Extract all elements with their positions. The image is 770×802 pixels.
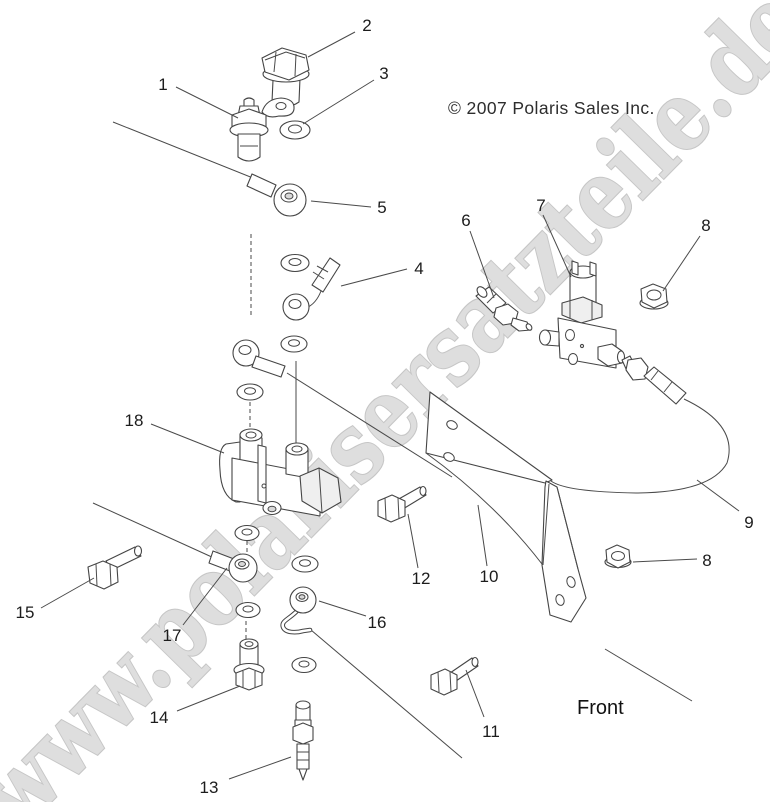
callout-17: 17 [163, 626, 182, 645]
part-16-brake-pipe [280, 586, 317, 635]
callout-10: 10 [480, 567, 499, 586]
part-7-valve [538, 260, 626, 369]
callout-11: 11 [482, 722, 500, 741]
diagram-lines [92, 121, 693, 759]
part-6-hose-fitting [475, 286, 533, 332]
washer-stack-lower [234, 524, 319, 674]
hose-line-center [286, 372, 453, 478]
callout-6: 6 [461, 211, 470, 230]
front-direction-line [604, 648, 693, 702]
callout-9: 9 [744, 513, 753, 532]
callout-7: 7 [536, 196, 545, 215]
part-13-bleeder-valve [292, 700, 314, 781]
callout-14: 14 [150, 708, 169, 727]
part-17-banjo-fitting [208, 550, 258, 583]
part-12-hex-bolt [377, 485, 427, 523]
callout-15: 15 [16, 603, 35, 622]
hose-line-part17 [92, 502, 215, 559]
part-4-hose-banjo [280, 253, 341, 321]
part-5-banjo-fitting [246, 173, 307, 217]
pipe-line-part16 [310, 629, 463, 759]
part-18-valve-assembly [219, 428, 342, 517]
washer-stack-left [232, 335, 308, 401]
leader-lines [40, 31, 740, 780]
part-15-hex-bolt [87, 545, 143, 590]
callout-1: 1 [158, 75, 167, 94]
callout-16: 16 [368, 613, 387, 632]
callout-8a: 8 [701, 216, 710, 235]
callout-13: 13 [200, 778, 219, 797]
callout-5: 5 [377, 198, 386, 217]
callout-12: 12 [412, 569, 431, 588]
hose-line-part5 [112, 121, 259, 181]
callout-2: 2 [362, 16, 371, 35]
part-3-washer [279, 120, 311, 140]
part-14-fitting [233, 638, 265, 691]
callout-18: 18 [125, 411, 144, 430]
part-8-flange-nut-bottom [604, 544, 632, 569]
part-11-hex-bolt [430, 656, 479, 696]
front-label: Front [577, 697, 624, 719]
part-2-banjo-bolt [261, 47, 310, 108]
callout-4: 4 [414, 259, 423, 278]
callout-8b: 8 [702, 551, 711, 570]
part-9-brake-line [550, 355, 730, 494]
callout-3: 3 [379, 64, 388, 83]
part-1-pressure-switch [229, 97, 295, 162]
part-8-flange-nut-top [639, 283, 669, 310]
part-10-bracket [425, 391, 587, 623]
callout-labels: 1 2 3 4 5 6 7 8 8 9 10 11 12 13 14 15 16… [16, 16, 754, 797]
copyright-text: © 2007 Polaris Sales Inc. [448, 98, 655, 118]
